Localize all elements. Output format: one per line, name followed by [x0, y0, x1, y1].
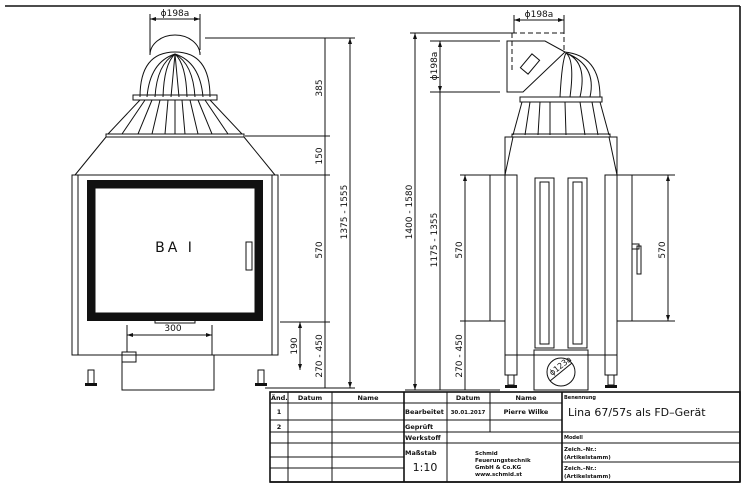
- benennung-label: Benennung: [564, 395, 596, 401]
- company-line-4: www.schmid.st: [475, 472, 522, 478]
- dim-190: 190: [290, 337, 300, 354]
- dim-385: 385: [315, 79, 325, 96]
- company-line-1: Schmid: [475, 451, 498, 457]
- dim-base: 270 - 450: [315, 334, 325, 378]
- geprueft-label: Geprüft: [405, 423, 433, 431]
- dim-total: 1375 - 1555: [340, 185, 350, 240]
- side-view: ϕ123a ϕ198a 1400 - 1580 ϕ198a 1175 - 135…: [405, 10, 675, 391]
- bearbeitet-name: Pierre Wilke: [504, 408, 549, 416]
- bearbeitet-label: Bearbeitet: [405, 408, 444, 416]
- massstab-value: 1:10: [413, 461, 438, 474]
- dim-side-total: 1400 - 1580: [405, 184, 415, 239]
- dim-150: 150: [315, 147, 325, 164]
- front-view: BA I ϕ198a 385 150 570 270 - 450 1375 - …: [71, 9, 355, 391]
- werkstoff-label: Werkstoff: [405, 434, 441, 442]
- revision-1: 1: [277, 408, 282, 416]
- modell-label: Modell: [564, 435, 583, 441]
- zeich-nr-1-sub: (Artikelstamm): [564, 455, 611, 461]
- massstab-label: Maßstab: [405, 449, 437, 457]
- header-datum-rev: Datum: [298, 394, 323, 402]
- dim-side-outlet: 1175 - 1355: [430, 213, 440, 268]
- revision-2: 2: [277, 423, 282, 431]
- side-collar-dim: ϕ198a: [430, 52, 440, 81]
- bearbeitet-date: 30.01.2017: [451, 410, 486, 416]
- title-block: Änd. Datum Name 1 2 Datum Name Bearbeite…: [269, 391, 741, 483]
- front-collar-dim: ϕ198a: [161, 9, 190, 19]
- dome-ribs: [146, 53, 204, 98]
- drawing-title: Lina 67/57s als FD–Gerät: [568, 406, 706, 419]
- company-line-3: GmbH & Co.KG: [475, 465, 522, 471]
- zeich-nr-2-label: Zeich.–Nr.:: [564, 466, 596, 472]
- dim-570: 570: [315, 241, 325, 258]
- header-name: Name: [515, 394, 537, 402]
- side-collar-top-dim: ϕ198a: [525, 10, 554, 20]
- bottom-outlet: [546, 357, 576, 387]
- dim-side-570-left: 570: [455, 241, 465, 258]
- dim-side-570-right: 570: [658, 241, 668, 258]
- company-line-2: Feuerungstechnik: [475, 458, 531, 464]
- zeich-nr-2-sub: (Artikelstamm): [564, 474, 611, 480]
- side-door-handle: [636, 245, 642, 275]
- header-aend: Änd.: [271, 393, 288, 402]
- dim-side-base: 270 - 450: [455, 334, 465, 378]
- header-name-rev: Name: [357, 394, 379, 402]
- header-datum: Datum: [456, 394, 481, 402]
- zeich-nr-1-label: Zeich.–Nr.:: [564, 447, 596, 453]
- door-handle: [245, 241, 253, 271]
- glass-label: BA I: [155, 240, 195, 256]
- dim-300: 300: [164, 324, 181, 334]
